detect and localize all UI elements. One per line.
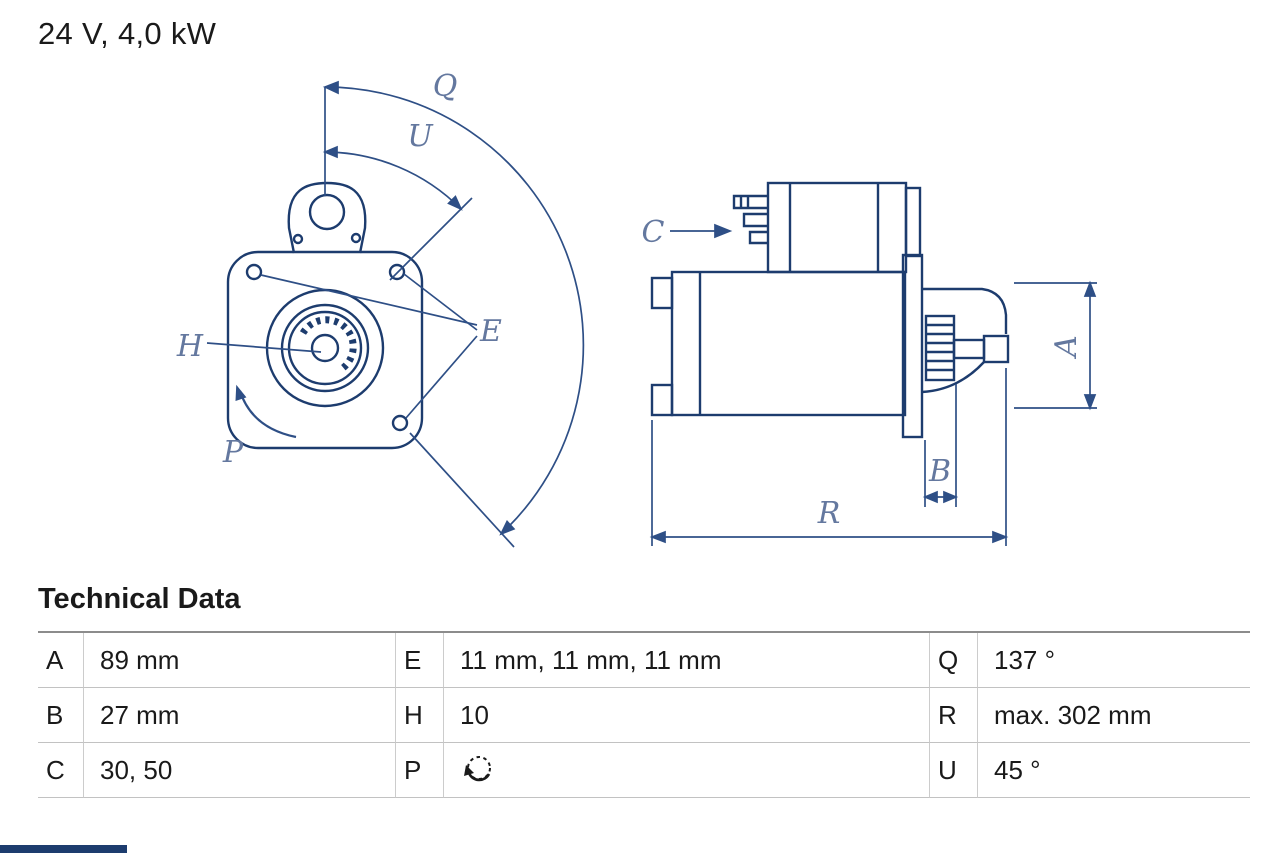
table-value-a: 89 mm bbox=[84, 633, 396, 688]
dimension-labels: Q U H E P C A B R bbox=[176, 69, 1084, 531]
dim-label-e: E bbox=[479, 314, 502, 349]
side-view bbox=[650, 181, 1010, 439]
dim-label-r: R bbox=[817, 496, 841, 531]
rear-tab-top bbox=[650, 276, 674, 310]
dim-label-b: B bbox=[928, 454, 951, 489]
motor-body bbox=[670, 270, 907, 417]
drive-housing-top bbox=[922, 287, 1008, 334]
flange-plate bbox=[901, 253, 924, 439]
dim-label-u: U bbox=[407, 119, 434, 154]
mounting-ear bbox=[287, 181, 367, 254]
h-leader-line bbox=[206, 342, 322, 353]
u-reference-line bbox=[389, 197, 473, 281]
front-view-dimensions bbox=[206, 80, 585, 548]
solenoid-end-cap bbox=[904, 186, 922, 258]
table-key-e: E bbox=[396, 633, 444, 688]
q-reference-line bbox=[409, 432, 515, 548]
section-title: Technical Data bbox=[38, 583, 241, 615]
bottom-accent-bar bbox=[0, 845, 127, 853]
ear-pin-hole-right bbox=[350, 232, 362, 244]
table-value-r: max. 302 mm bbox=[978, 688, 1250, 743]
shaft-hole bbox=[310, 333, 340, 363]
side-view-dimensions bbox=[649, 223, 1097, 546]
page-title: 24 V, 4,0 kW bbox=[38, 16, 217, 51]
table-key-r: R bbox=[930, 688, 978, 743]
q-arrow-bottom bbox=[499, 520, 516, 536]
r-arrow-left bbox=[649, 530, 666, 544]
table-value-h: 10 bbox=[444, 688, 930, 743]
table-key-b: B bbox=[38, 688, 84, 743]
dim-label-h: H bbox=[176, 329, 204, 364]
terminal-stud-1 bbox=[732, 194, 768, 210]
dim-label-p: P bbox=[222, 435, 244, 470]
pinion-gear bbox=[924, 314, 956, 382]
u-arrow-top bbox=[322, 145, 338, 159]
table-value-e: 11 mm, 11 mm, 11 mm bbox=[444, 633, 930, 688]
e-leader-line-1 bbox=[260, 274, 478, 326]
solenoid-body bbox=[766, 181, 908, 274]
table-value-c: 30, 50 bbox=[84, 743, 396, 798]
dim-label-a: A bbox=[1049, 335, 1084, 360]
r-arrow-right bbox=[992, 530, 1009, 544]
shaft-end-cap bbox=[982, 334, 1010, 364]
bolt-hole-bottom-right bbox=[391, 414, 409, 432]
table-key-h: H bbox=[396, 688, 444, 743]
p-rotation-arc bbox=[238, 390, 297, 439]
b-arrow-right bbox=[943, 490, 959, 504]
bolt-hole-top-left bbox=[245, 263, 263, 281]
terminal-stud-3 bbox=[748, 230, 768, 245]
drive-housing-bottom bbox=[921, 361, 985, 394]
technical-data-table: A 89 mm E 11 mm, 11 mm, 11 mm Q 137 ° B … bbox=[38, 631, 1250, 798]
front-view bbox=[226, 181, 424, 450]
table-key-c: C bbox=[38, 743, 84, 798]
e-leader-line-3 bbox=[405, 335, 478, 419]
rotation-ccw-icon bbox=[464, 756, 491, 782]
q-angle-arc bbox=[324, 86, 585, 535]
ear-hole bbox=[308, 193, 346, 231]
table-value-b: 27 mm bbox=[84, 688, 396, 743]
starter-motor-technical-drawing: Q U H E P C A B R bbox=[176, 69, 1097, 548]
center-circle-mid bbox=[280, 303, 370, 393]
terminal-stud-2 bbox=[742, 212, 768, 228]
u-arrow-end bbox=[447, 195, 463, 211]
bolt-hole-top-right bbox=[388, 263, 406, 281]
b-arrow-left bbox=[922, 490, 938, 504]
dim-label-q: Q bbox=[433, 69, 458, 104]
table-key-a: A bbox=[38, 633, 84, 688]
dim-label-c: C bbox=[642, 215, 665, 250]
pinion-teeth-ring bbox=[299, 316, 357, 374]
table-key-p: P bbox=[396, 743, 444, 798]
a-arrow-top bbox=[1083, 280, 1097, 297]
q-arrow-top bbox=[322, 80, 339, 95]
center-circle-outer bbox=[265, 288, 385, 408]
table-key-q: Q bbox=[930, 633, 978, 688]
table-value-q: 137 ° bbox=[978, 633, 1250, 688]
table-value-p bbox=[444, 743, 930, 798]
p-rotation-arrowhead bbox=[235, 384, 247, 401]
table-value-u: 45 ° bbox=[978, 743, 1250, 798]
c-arrowhead bbox=[714, 223, 733, 239]
shaft bbox=[952, 338, 986, 360]
flange-outline bbox=[226, 250, 424, 450]
center-circle-inner bbox=[287, 310, 363, 386]
e-leader-line-2 bbox=[403, 273, 478, 331]
u-angle-arc bbox=[324, 151, 462, 210]
ear-pin-hole-left bbox=[292, 233, 304, 245]
table-key-u: U bbox=[930, 743, 978, 798]
rear-tab-bottom bbox=[650, 383, 674, 417]
a-arrow-bottom bbox=[1083, 394, 1097, 411]
